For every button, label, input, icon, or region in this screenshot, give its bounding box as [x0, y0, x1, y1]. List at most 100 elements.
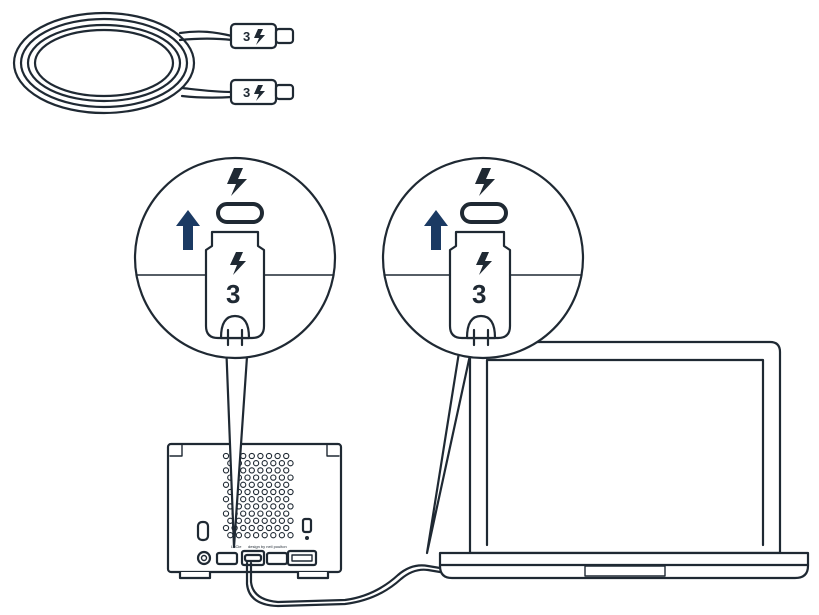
grille-hole: [287, 503, 294, 510]
grille-hole: [252, 488, 260, 496]
thunderbolt-port-2: [265, 551, 289, 566]
grille-hole: [257, 510, 264, 517]
grille-hole: [274, 496, 281, 503]
grille-hole: [278, 460, 286, 467]
grille-hole: [283, 452, 290, 460]
grille-hole: [274, 481, 281, 488]
power-port: [196, 550, 212, 566]
cable-connector-bottom: 3: [229, 78, 295, 106]
grille-hole: [248, 510, 255, 517]
grille-hole: [244, 503, 251, 510]
grille-hole: [257, 481, 264, 488]
grille-hole: [265, 524, 273, 532]
cable-connector-top-label: 3: [243, 29, 250, 44]
grille-hole: [222, 510, 230, 517]
grille-hole: [278, 488, 286, 496]
grille-hole: [274, 467, 281, 474]
grille-hole: [261, 503, 268, 510]
grille-hole: [274, 510, 281, 517]
grille-hole: [244, 488, 251, 496]
grille-hole: [248, 496, 255, 503]
grille-hole: [252, 517, 260, 524]
grille-hole: [252, 532, 260, 539]
grille-hole: [278, 517, 286, 524]
grille-hole: [287, 488, 294, 496]
thunderbolt-icon: [254, 29, 265, 45]
grille-hole: [252, 503, 260, 510]
callout-right-label: 3: [472, 279, 486, 309]
grille-hole: [270, 517, 277, 524]
grille-hole: [244, 517, 251, 524]
grille-hole: [240, 496, 247, 503]
grille-hole: [248, 467, 255, 474]
grille-hole: [283, 467, 290, 474]
kensington-slot: [301, 517, 313, 534]
thunderbolt-icon: [230, 252, 246, 275]
callout-left-label: 3: [226, 279, 240, 309]
grille-hole: [274, 524, 281, 532]
grille-hole: [265, 510, 273, 517]
grille-hole: [252, 460, 260, 467]
grille-hole: [261, 517, 268, 524]
grille-hole: [244, 460, 251, 467]
grille-hole: [278, 503, 286, 510]
cable-connector-top: 3: [229, 22, 295, 50]
device-tagline: design by neil poulton: [248, 544, 287, 549]
grille-hole: [265, 452, 273, 460]
grille-hole: [270, 503, 277, 510]
thunderbolt-icon: [475, 168, 495, 196]
grille-hole: [287, 460, 294, 467]
grille-hole: [261, 474, 268, 481]
arrow-up-icon: [176, 210, 200, 250]
grille-hole: [244, 474, 251, 481]
laptop: [438, 340, 810, 580]
grille-hole: [265, 496, 273, 503]
grille-hole: [240, 467, 247, 474]
grille-hole: [270, 488, 277, 496]
grille-hole: [270, 460, 277, 467]
grille-hole: [283, 524, 290, 532]
grille-hole: [261, 488, 268, 496]
grille-hole: [257, 524, 264, 532]
grille-hole: [287, 517, 294, 524]
grille-hole: [222, 524, 230, 532]
grille-hole: [270, 474, 277, 481]
grille-hole: [261, 460, 268, 467]
grille-hole: [222, 467, 230, 474]
grille-hole: [240, 510, 247, 517]
grille-hole: [248, 524, 255, 532]
callout-left: 3: [133, 156, 337, 360]
grille-hole: [257, 452, 264, 460]
storage-device: LaCie design by neil poulton: [166, 442, 343, 580]
thunderbolt-icon: [227, 168, 247, 196]
grille-hole: [278, 532, 286, 539]
grille-hole: [270, 532, 277, 539]
power-button: [196, 520, 210, 542]
grille-hole: [244, 532, 251, 539]
grille-hole: [283, 496, 290, 503]
grille-hole: [235, 532, 243, 539]
grille-hole: [265, 467, 273, 474]
grille-hole: [257, 496, 264, 503]
grille-hole: [278, 474, 286, 481]
grille-hole: [257, 467, 264, 474]
grille-hole: [283, 481, 290, 488]
grille-hole: [274, 452, 281, 460]
grille-hole: [287, 532, 294, 539]
usb-c-port: [215, 551, 239, 566]
grille-hole: [222, 481, 230, 488]
device-brand: LaCie: [231, 544, 242, 549]
thunderbolt-icon: [476, 252, 492, 275]
connection-cable: [245, 561, 442, 608]
grille-hole: [283, 510, 290, 517]
grille-hole: [248, 452, 255, 460]
callout-right: 3: [381, 156, 585, 360]
grille-hole: [222, 496, 230, 503]
coiled-cable: 3 3: [12, 11, 295, 115]
thunderbolt-icon: [254, 85, 265, 101]
cable-connector-bottom-label: 3: [243, 85, 250, 100]
arrow-up-icon: [424, 210, 448, 250]
grille-hole: [287, 474, 294, 481]
grille-hole: [252, 474, 260, 481]
